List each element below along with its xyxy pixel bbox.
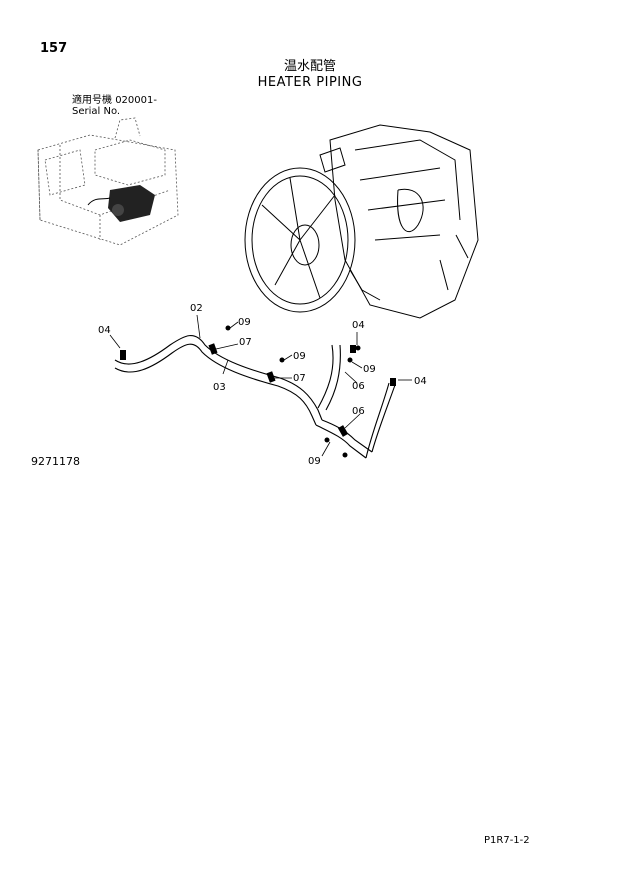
page-number: 157: [40, 41, 68, 56]
callout-06-a: 06: [352, 381, 365, 392]
serial-applicable-line: 適用号機 020001-: [72, 96, 157, 106]
engine-block-outline: [329, 124, 479, 319]
diagram-title-japanese: 温水配管: [283, 59, 336, 74]
serial-label-en: Serial No.: [72, 106, 121, 117]
callout-09-a: 09: [238, 317, 251, 328]
engine-illustration: [244, 124, 479, 319]
clamp: [208, 343, 218, 355]
leader-lines: [109, 314, 412, 457]
clamp: [266, 371, 276, 383]
clamp: [350, 345, 356, 353]
page-reference: P1R7-1-2: [484, 835, 530, 846]
fan-blades: [261, 177, 336, 299]
bolt: [347, 357, 353, 363]
bolts: [225, 325, 361, 458]
bolt: [324, 437, 330, 443]
callout-07-a: 07: [239, 337, 252, 348]
bolt: [279, 357, 285, 363]
callout-07-b: 07: [293, 373, 306, 384]
figure-code: 9271178: [31, 455, 80, 468]
callout-02: 02: [190, 303, 203, 314]
callout-09-c: 09: [363, 364, 376, 375]
callout-03: 03: [213, 382, 226, 393]
callout-04-top: 04: [352, 320, 365, 331]
fan-shroud: [244, 167, 356, 313]
callout-09-b: 09: [293, 351, 306, 362]
serial-label-jp: 適用号機: [72, 95, 112, 106]
clamp: [390, 378, 396, 386]
bolt: [355, 345, 361, 351]
diagram-title-english: HEATER PIPING: [257, 75, 363, 90]
clamp: [337, 425, 349, 437]
machine-locator-inset: [37, 117, 179, 246]
heater-hose-main: [114, 335, 373, 459]
callout-06-b: 06: [352, 406, 365, 417]
heater-hose-branch: [317, 344, 396, 459]
hose-clamps: [120, 343, 396, 437]
bolt: [342, 452, 348, 458]
bolt: [225, 325, 231, 331]
callout-09-d: 09: [308, 456, 321, 467]
callout-04-left: 04: [98, 325, 111, 336]
locator-engine-block: [87, 185, 155, 222]
serial-range: 020001-: [115, 95, 157, 106]
clamp: [120, 350, 126, 360]
callout-04-right: 04: [414, 376, 427, 387]
callout-labels: 02 04 09 07 03 09 07 04 09 06 04 06 09: [98, 303, 427, 467]
